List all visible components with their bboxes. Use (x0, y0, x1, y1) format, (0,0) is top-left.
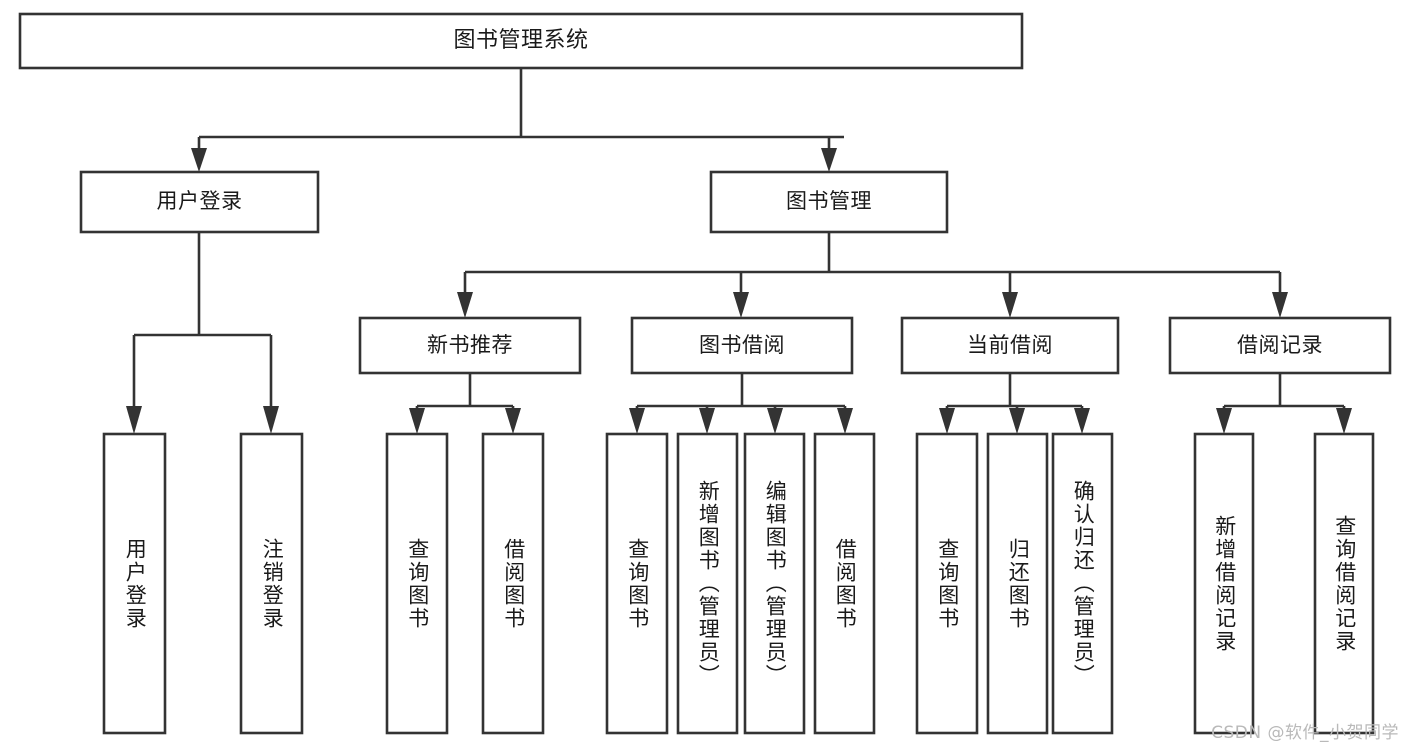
node-box-book-borrow[interactable] (630, 316, 854, 375)
node-box-user-login[interactable] (79, 170, 320, 234)
node-box-leaf-borrow-book-2[interactable] (813, 432, 876, 735)
node-box-leaf-logout-login[interactable] (239, 432, 304, 735)
arrowhead-leaf-query-book-3 (939, 408, 955, 434)
arrowhead-leaf-edit-book-admin (767, 408, 783, 434)
node-box-leaf-return-book[interactable] (986, 432, 1049, 735)
node-box-leaf-query-book-1[interactable] (385, 432, 449, 735)
node-box-root[interactable] (18, 12, 1024, 70)
node-box-leaf-query-book-3[interactable] (915, 432, 979, 735)
node-box-layer (18, 12, 1392, 735)
connector-layer (126, 68, 1352, 434)
arrowhead-borrow-record (1272, 292, 1288, 318)
arrowhead-leaf-return-book (1009, 408, 1025, 434)
node-box-leaf-edit-book-admin[interactable] (743, 432, 806, 735)
arrowhead-leaf-query-book-2 (629, 408, 645, 434)
arrowhead-user-login (191, 148, 207, 172)
node-box-borrow-record[interactable] (1168, 316, 1392, 375)
node-box-leaf-query-borrow-record[interactable] (1313, 432, 1375, 735)
node-box-leaf-borrow-book-1[interactable] (481, 432, 545, 735)
node-box-leaf-confirm-return-admin[interactable] (1051, 432, 1114, 735)
arrowhead-leaf-borrow-book-1 (505, 408, 521, 434)
node-box-current-borrow[interactable] (900, 316, 1120, 375)
arrowhead-leaf-logout-login (263, 406, 279, 434)
node-box-book-management[interactable] (709, 170, 949, 234)
arrowhead-leaf-add-book-admin (699, 408, 715, 434)
node-box-leaf-add-borrow-record[interactable] (1193, 432, 1255, 735)
arrowhead-leaf-borrow-book-2 (837, 408, 853, 434)
arrowhead-new-book-recommend (457, 292, 473, 318)
node-box-leaf-user-login[interactable] (102, 432, 167, 735)
arrowhead-book-borrow (733, 292, 749, 318)
node-box-new-book-recommend[interactable] (358, 316, 582, 375)
node-box-leaf-query-book-2[interactable] (605, 432, 669, 735)
arrowhead-leaf-confirm-return-admin (1074, 408, 1090, 434)
node-box-leaf-add-book-admin[interactable] (676, 432, 739, 735)
watermark-text: CSDN @软件_小贺同学 (1211, 723, 1399, 743)
arrowhead-current-borrow (1002, 292, 1018, 318)
arrowhead-leaf-query-borrow-record (1336, 408, 1352, 434)
arrowhead-leaf-add-borrow-record (1216, 408, 1232, 434)
arrowhead-book-management (821, 148, 837, 172)
arrowhead-leaf-query-book-1 (409, 408, 425, 434)
arrowhead-leaf-user-login (126, 406, 142, 434)
